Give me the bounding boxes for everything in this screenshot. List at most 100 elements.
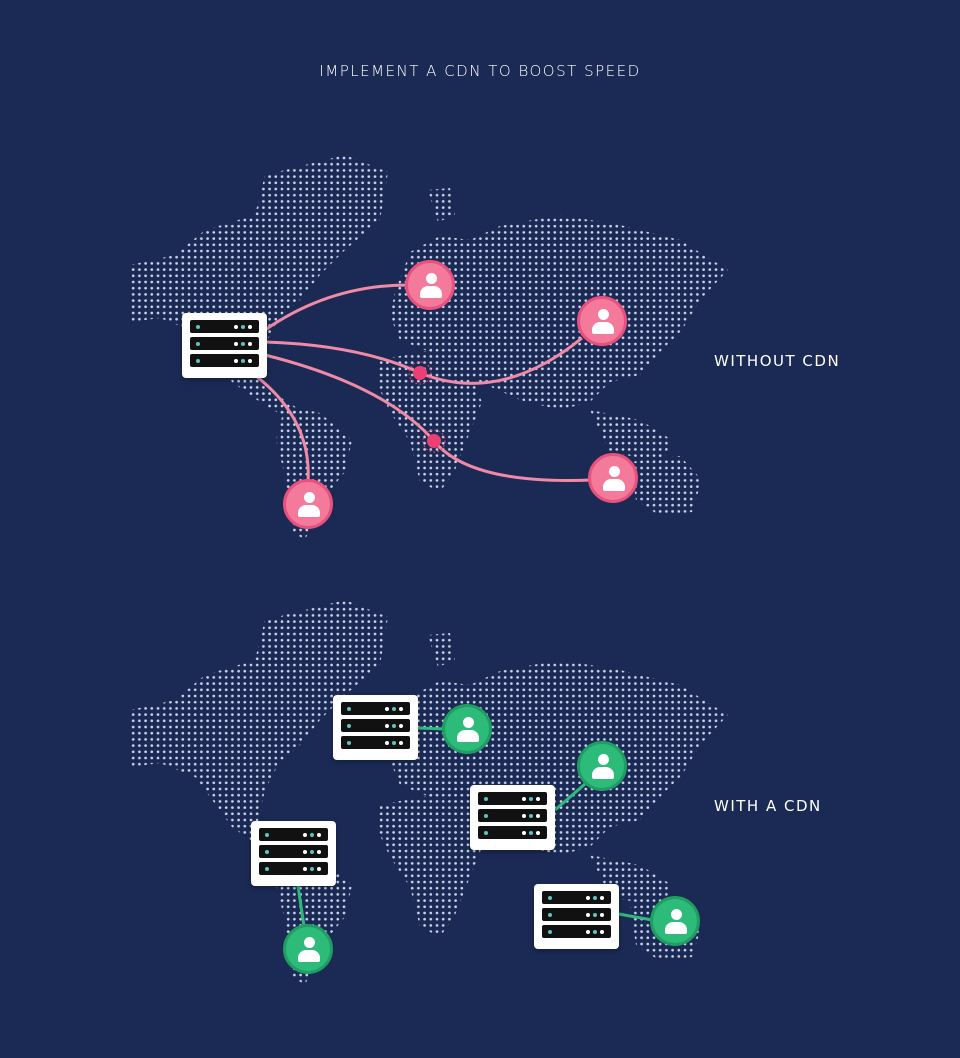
status-light <box>399 740 403 745</box>
user-icon <box>577 741 627 791</box>
status-light <box>347 740 351 745</box>
server-rack-unit <box>341 702 410 715</box>
user-body <box>592 767 614 779</box>
status-light <box>317 849 321 854</box>
status-light <box>600 912 604 917</box>
user-body <box>603 479 625 491</box>
status-light <box>593 895 597 900</box>
status-light <box>548 895 552 900</box>
status-light <box>310 866 314 871</box>
user-icon <box>283 479 333 529</box>
user-body <box>298 950 320 962</box>
hub-ring <box>408 361 432 385</box>
status-light <box>303 849 307 854</box>
user-head <box>671 909 682 920</box>
infographic-title: IMPLEMENT A CDN TO BOOST SPEED <box>319 62 641 80</box>
status-light <box>241 341 245 346</box>
user-icon <box>405 260 455 310</box>
connection-line <box>296 885 306 927</box>
status-light <box>548 929 552 934</box>
origin-server-icon <box>182 313 267 378</box>
user-icon <box>442 704 492 754</box>
status-light <box>234 358 238 363</box>
user-icon <box>588 453 638 503</box>
status-light <box>399 723 403 728</box>
status-light <box>600 929 604 934</box>
user-head <box>598 309 609 320</box>
server-rack-unit <box>478 826 547 839</box>
server-rack-unit <box>190 337 259 350</box>
status-light <box>484 813 488 818</box>
connection-line <box>618 912 653 922</box>
status-light <box>234 341 238 346</box>
hub-nodes <box>408 361 446 453</box>
status-light <box>586 895 590 900</box>
status-light <box>303 866 307 871</box>
status-light <box>522 813 526 818</box>
status-light <box>248 358 252 363</box>
user-icon <box>650 896 700 946</box>
status-light <box>536 796 540 801</box>
server-rack-unit <box>259 862 328 875</box>
hub-node <box>413 366 427 380</box>
status-light <box>536 830 540 835</box>
server-rack-unit <box>259 845 328 858</box>
status-light <box>399 706 403 711</box>
server-rack-unit <box>542 925 611 938</box>
status-light <box>347 706 351 711</box>
user-icon <box>283 924 333 974</box>
edge-server-icon <box>534 884 619 949</box>
status-light <box>392 706 396 711</box>
user-head <box>426 273 437 284</box>
hub-ring <box>422 429 446 453</box>
edge-server-icon <box>333 695 418 760</box>
status-light <box>529 796 533 801</box>
status-light <box>385 740 389 745</box>
user-head <box>304 492 315 503</box>
server-rack-unit <box>341 719 410 732</box>
user-head <box>598 754 609 765</box>
connection-lines-with-cdn <box>296 726 653 927</box>
server-rack-unit <box>190 320 259 333</box>
server-rack-unit <box>542 908 611 921</box>
status-light <box>586 929 590 934</box>
status-light <box>248 324 252 329</box>
connection-line <box>255 374 310 483</box>
user-head <box>304 937 315 948</box>
status-light <box>600 895 604 900</box>
user-head <box>463 717 474 728</box>
status-light <box>196 341 200 346</box>
without-cdn-label: WITHOUT CDN <box>714 352 841 370</box>
user-head <box>609 466 620 477</box>
connection-line <box>554 782 586 812</box>
user-body <box>592 322 614 334</box>
edge-server-icon <box>251 821 336 886</box>
status-light <box>385 723 389 728</box>
status-light <box>248 341 252 346</box>
status-light <box>310 832 314 837</box>
status-light <box>529 830 533 835</box>
edge-server-icon <box>470 785 555 850</box>
status-light <box>234 324 238 329</box>
status-light <box>484 830 488 835</box>
server-rack-unit <box>542 891 611 904</box>
status-light <box>392 740 396 745</box>
user-body <box>420 286 442 298</box>
user-icon <box>577 296 627 346</box>
server-rack-unit <box>341 736 410 749</box>
status-light <box>536 813 540 818</box>
server-rack-unit <box>190 354 259 367</box>
user-body <box>298 505 320 517</box>
status-light <box>317 866 321 871</box>
with-cdn-label: WITH A CDN <box>714 797 822 815</box>
server-rack-unit <box>259 828 328 841</box>
status-light <box>241 324 245 329</box>
status-light <box>484 796 488 801</box>
status-light <box>196 358 200 363</box>
hub-node <box>427 434 441 448</box>
status-light <box>265 866 269 871</box>
status-light <box>265 849 269 854</box>
status-light <box>310 849 314 854</box>
status-light <box>347 723 351 728</box>
